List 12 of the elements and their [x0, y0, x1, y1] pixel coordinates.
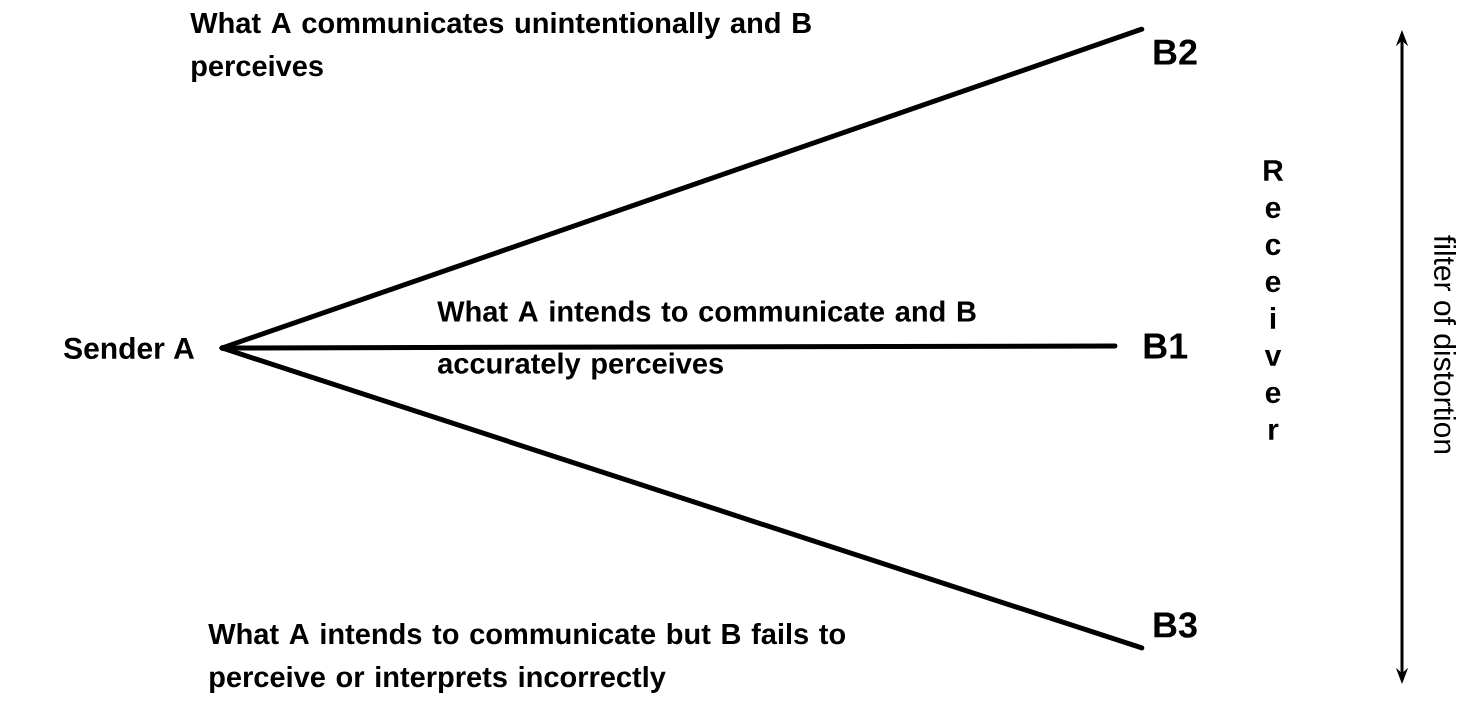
caption-text: What A intends to communicate and B accurately perceives	[437, 300, 976, 380]
line	[219, 26, 1145, 351]
receiver-label: B2	[1154, 39, 1197, 65]
caption-text: What A intends to communicate but B fails to perceive or interprets incorrectly	[208, 623, 846, 693]
sender-label: Sender A	[63, 337, 194, 359]
line	[219, 343, 1118, 351]
caption-text: What A communicates unintentionally and B perceives	[190, 12, 811, 82]
line	[219, 345, 1145, 651]
receiver-label: B3	[1154, 612, 1197, 638]
vertical-label: Receiver	[1264, 160, 1284, 440]
receiver-label: B1	[1144, 333, 1188, 359]
rotated-label: filter of distortion	[1434, 235, 1456, 454]
